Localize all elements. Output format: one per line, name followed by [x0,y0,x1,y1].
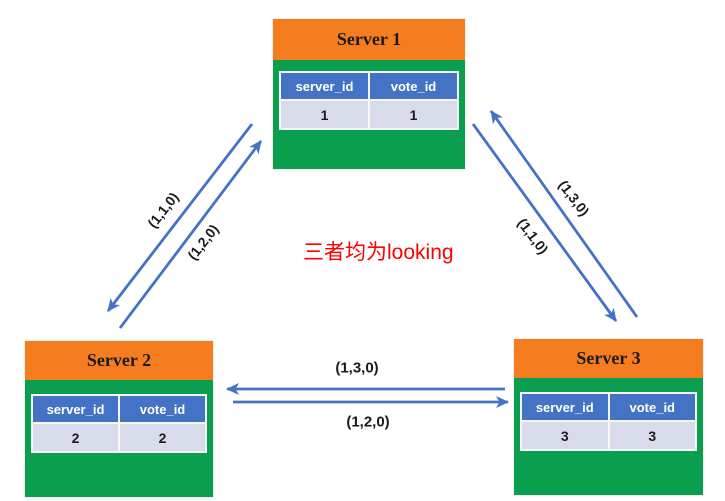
server-1-box: Server 1 server_id vote_id 1 1 [273,19,465,169]
server-2-col-server-id: server_id [33,396,118,422]
edge-label-server3-to-server2: (1,3,0) [335,359,379,377]
server-2-box: Server 2 server_id vote_id 2 2 [25,341,213,497]
server-3-body: server_id vote_id 3 3 [514,378,703,495]
server-1-body: server_id vote_id 1 1 [273,60,465,169]
center-note: 三者均为looking [303,241,454,264]
arrow-server2-to-server1 [118,140,263,329]
arrow-server1-to-server3 [471,123,618,322]
server-1-server-id-value: 1 [281,101,368,128]
server-2-server-id-value: 2 [33,424,118,451]
server-3-col-server-id: server_id [522,394,608,420]
arrow-server3-to-server1 [489,110,639,318]
arrow-server1-to-server2 [106,123,254,312]
server-1-title: Server 1 [336,29,402,49]
server-3-title: Server 3 [576,348,641,368]
server-1-table: server_id vote_id 1 1 [279,71,459,130]
server-3-table: server_id vote_id 3 3 [520,392,697,451]
server-2-table: server_id vote_id 2 2 [31,394,207,453]
server-1-header: Server 1 [273,19,465,60]
server-3-server-id-value: 3 [522,422,608,449]
server-3-col-vote-id: vote_id [609,394,695,420]
server-2-vote-id-value: 2 [120,424,205,451]
edge-label-server2-to-server3: (1,2,0) [346,413,390,431]
server-3-vote-id-value: 3 [609,422,695,449]
server-2-title: Server 2 [86,350,152,370]
server-2-header: Server 2 [25,341,213,380]
server-1-col-server-id: server_id [281,73,368,99]
server-1-col-vote-id: vote_id [370,73,457,99]
server-2-body: server_id vote_id 2 2 [25,380,213,497]
server-3-box: Server 3 server_id vote_id 3 3 [514,339,703,495]
server-3-header: Server 3 [514,339,703,378]
server-1-vote-id-value: 1 [370,101,457,128]
server-2-col-vote-id: vote_id [120,396,205,422]
